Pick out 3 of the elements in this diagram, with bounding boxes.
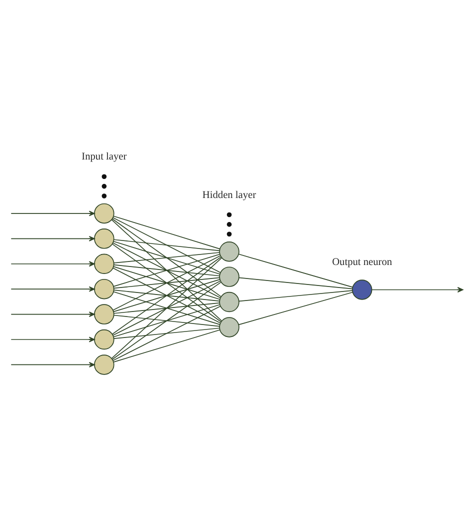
label: Hidden layer: [202, 190, 256, 201]
label: Output neuron: [332, 257, 392, 268]
label: Input layer: [82, 152, 127, 163]
